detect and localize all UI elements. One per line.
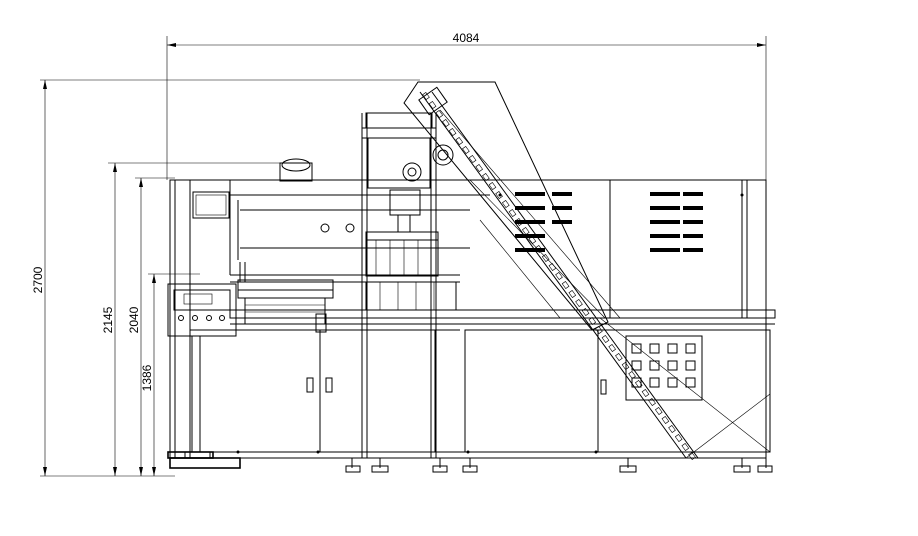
chain-link: [641, 388, 650, 398]
dimension-label-2040: 2040: [127, 306, 141, 333]
chain-link: [528, 235, 537, 245]
chain-link: [435, 109, 444, 119]
top-motor: [279, 158, 313, 182]
chain-link: [581, 307, 590, 317]
chain-link: [661, 415, 670, 425]
dimension-2145: 2145: [101, 162, 300, 476]
vent-slots-right-panel: [650, 192, 703, 252]
control-box: [192, 191, 230, 219]
chain-link: [621, 361, 630, 371]
chain-link: [561, 280, 570, 290]
chain-link: [462, 145, 470, 155]
incline-hopper-conveyor: [403, 81, 771, 459]
chain-link: [428, 100, 437, 110]
chain-link: [541, 253, 550, 263]
chain-link: [501, 199, 510, 209]
dimension-label-1386: 1386: [140, 364, 154, 391]
chain-link: [515, 217, 523, 227]
chain-link: [475, 163, 484, 173]
dimension-2040: 2040: [127, 177, 175, 476]
chain-link: [568, 289, 577, 299]
chain-link: [688, 451, 696, 461]
chain-link: [674, 433, 683, 443]
chain-link: [601, 334, 610, 344]
chain-link: [468, 154, 477, 164]
chain-link: [615, 352, 623, 362]
chain-link: [488, 181, 497, 191]
chain-link: [521, 226, 530, 236]
vent-slots-left-panel: [515, 192, 572, 252]
dimension-label-width: 4084: [453, 31, 480, 45]
chain-link: [448, 127, 457, 137]
lower-cabinet-left: [170, 329, 462, 453]
chain-link: [548, 262, 557, 272]
press-head: [361, 112, 457, 458]
dimension-overall-width: 4084: [166, 31, 767, 180]
chain-link: [535, 244, 543, 254]
chain-link: [442, 118, 450, 128]
chain-link: [555, 271, 563, 281]
chain-link: [628, 370, 636, 380]
chain-link: [608, 343, 617, 353]
keypad-panel: [625, 335, 703, 401]
chain-link: [681, 442, 690, 452]
machine-feet: [169, 451, 773, 473]
dimension-overall-height: 2700: [31, 79, 420, 477]
dimension-label-height: 2700: [31, 266, 45, 293]
chain-link: [668, 424, 676, 434]
chain-link: [455, 136, 464, 146]
chain-link: [482, 172, 490, 182]
chain-link: [595, 325, 603, 335]
dimension-1386: 1386: [140, 273, 200, 476]
upper-hood: [229, 180, 490, 275]
chain-link: [648, 397, 656, 407]
chain-link: [634, 379, 643, 389]
chain-link: [508, 208, 517, 218]
chain-link: [588, 316, 597, 326]
chain-link: [422, 91, 430, 101]
chain-link: [654, 406, 663, 416]
work-table: [229, 309, 776, 331]
lower-cabinet-right: [462, 329, 771, 453]
hmi-station: [167, 283, 237, 459]
chain-link: [575, 298, 583, 308]
feed-conveyor: [230, 262, 460, 333]
dimension-label-2145: 2145: [101, 306, 115, 333]
conveyor-chain: [422, 91, 696, 461]
bolt-markers: [236, 193, 744, 454]
